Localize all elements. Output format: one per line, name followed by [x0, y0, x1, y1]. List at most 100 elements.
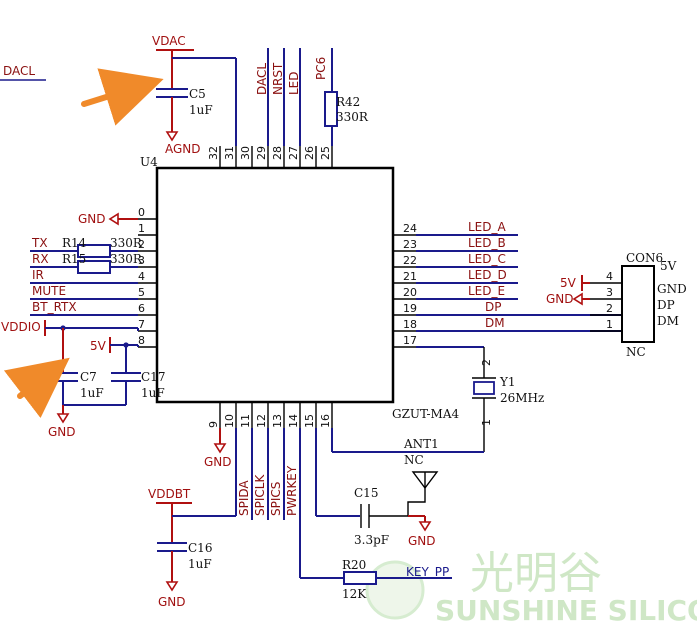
chip-u4-body [155, 166, 395, 404]
chip-ref: U4 [140, 155, 158, 169]
con6-pinnum-4: 4 [606, 270, 613, 283]
orange-arrow-top [81, 68, 164, 126]
net-key-pp: KEY_PP [406, 565, 449, 579]
r15-value: 330R [110, 252, 143, 266]
pin-12: 12 [255, 414, 268, 428]
gnd-c16-label: GND [158, 595, 186, 609]
watermark-en: SUNSHINE SILICON [435, 594, 697, 627]
con6-gnd-label: GND [546, 292, 574, 306]
watermark: 光明谷 SUNSHINE SILICON [365, 548, 697, 627]
net-led: LED [287, 71, 301, 95]
ant1-nc: NC [404, 453, 424, 467]
pin-6: 6 [138, 302, 145, 315]
net-pc6: PC6 [314, 57, 328, 80]
net-dacl-label: DACL [3, 64, 35, 78]
pin-3: 3 [138, 254, 145, 267]
r14-value: 330R [110, 236, 143, 250]
net-ir: IR [32, 268, 44, 282]
gnd-symbol-c16 [165, 581, 179, 592]
right-pins: 24 23 22 21 20 19 18 17 [393, 222, 417, 348]
agnd-symbol [165, 131, 179, 142]
pin-18: 18 [403, 318, 417, 331]
watermark-cn: 光明谷 [470, 548, 602, 599]
con6-dp: DP [657, 298, 675, 312]
pin-25: 25 [319, 146, 332, 160]
con6-pinnum-1: 1 [606, 318, 613, 331]
gnd-symbol-ant [418, 521, 432, 532]
r42-value: 330R [336, 110, 369, 124]
net-nrst: NRST [271, 62, 285, 95]
pin-13: 13 [271, 414, 284, 428]
pin-20: 20 [403, 286, 417, 299]
con6-nc: NC [626, 345, 646, 359]
pin-21: 21 [403, 270, 417, 283]
net-tx: TX [31, 236, 48, 250]
gnd-symbol-con6 [572, 292, 583, 306]
watermark-logo [365, 560, 425, 620]
crystal-y1 [473, 381, 495, 395]
resistor-r42 [324, 91, 338, 127]
con6-pinnum-3: 3 [606, 286, 613, 299]
net-dp: DP [485, 300, 501, 314]
y1-pin1: 1 [480, 419, 493, 426]
net-led-b: LED_B [468, 236, 506, 250]
y1-ref: Y1 [499, 375, 516, 389]
resistor-r14 [77, 244, 111, 258]
gnd-ant-label: GND [408, 534, 436, 548]
ant1-feed [407, 486, 426, 516]
pin-28: 28 [271, 146, 284, 160]
c7-ref: C7 [80, 370, 97, 384]
pin-10: 10 [223, 414, 236, 428]
pin-4: 4 [138, 270, 145, 283]
orange-arrow-bottom [3, 357, 70, 419]
net-pwrkey: PWRKEY [285, 465, 299, 516]
resistor-r15 [77, 260, 111, 274]
v5-left-label: 5V [90, 339, 107, 353]
pin-14: 14 [287, 414, 300, 428]
pin-2: 2 [138, 238, 145, 251]
pin-26: 26 [303, 146, 316, 160]
net-mute: MUTE [32, 284, 66, 298]
pin-0: 0 [138, 206, 145, 219]
vddbt-label: VDDBT [148, 487, 191, 501]
pin-32: 32 [207, 146, 220, 160]
gnd-symbol-pin0 [108, 212, 119, 226]
pin-9: 9 [207, 421, 220, 428]
net-led-c: LED_C [468, 252, 506, 266]
r15-ref: R15 [62, 252, 86, 266]
c15-ref: C15 [354, 486, 378, 500]
net-led-e: LED_E [468, 284, 505, 298]
con6-dm: DM [657, 314, 679, 328]
top-pins: 32 31 30 29 28 27 26 25 [207, 146, 333, 168]
gnd-symbol-pin9 [213, 443, 227, 454]
c17-value: 1uF [141, 386, 165, 400]
con6-5v-label: 5V [560, 276, 577, 290]
bottom-pins: 9 10 11 12 13 14 15 16 [207, 402, 333, 428]
r20-value: 12K [342, 587, 367, 601]
resistor-r20 [343, 571, 377, 585]
pin-29: 29 [255, 146, 268, 160]
y1-value: 26MHz [500, 391, 544, 405]
pin-16: 16 [319, 414, 332, 428]
con6-value: 5V [660, 259, 677, 273]
net-rx: RX [32, 252, 49, 266]
ant1-ref: ANT1 [403, 437, 439, 451]
c5-value: 1uF [189, 103, 213, 117]
c16-value: 1uF [188, 557, 212, 571]
gnd-pin9-label: GND [204, 455, 232, 469]
y1-pin2: 2 [480, 359, 493, 366]
con6-pinnum-2: 2 [606, 302, 613, 315]
left-pins: 0 1 2 4 5 6 7 8 3 [138, 206, 157, 348]
gnd-c7-label: GND [48, 425, 76, 439]
pin-8: 8 [138, 334, 145, 347]
pin-30: 30 [239, 146, 252, 160]
net-spida: SPIDA [237, 480, 251, 516]
pin-7: 7 [138, 318, 145, 331]
net-btrtx: BT_RTX [32, 300, 77, 314]
r14-ref: R14 [62, 236, 87, 250]
c17-ref: C17 [141, 370, 165, 384]
chip-part: GZUT-MA4 [392, 407, 460, 421]
pin-1: 1 [138, 222, 145, 235]
c15-value: 3.3pF [354, 533, 389, 547]
